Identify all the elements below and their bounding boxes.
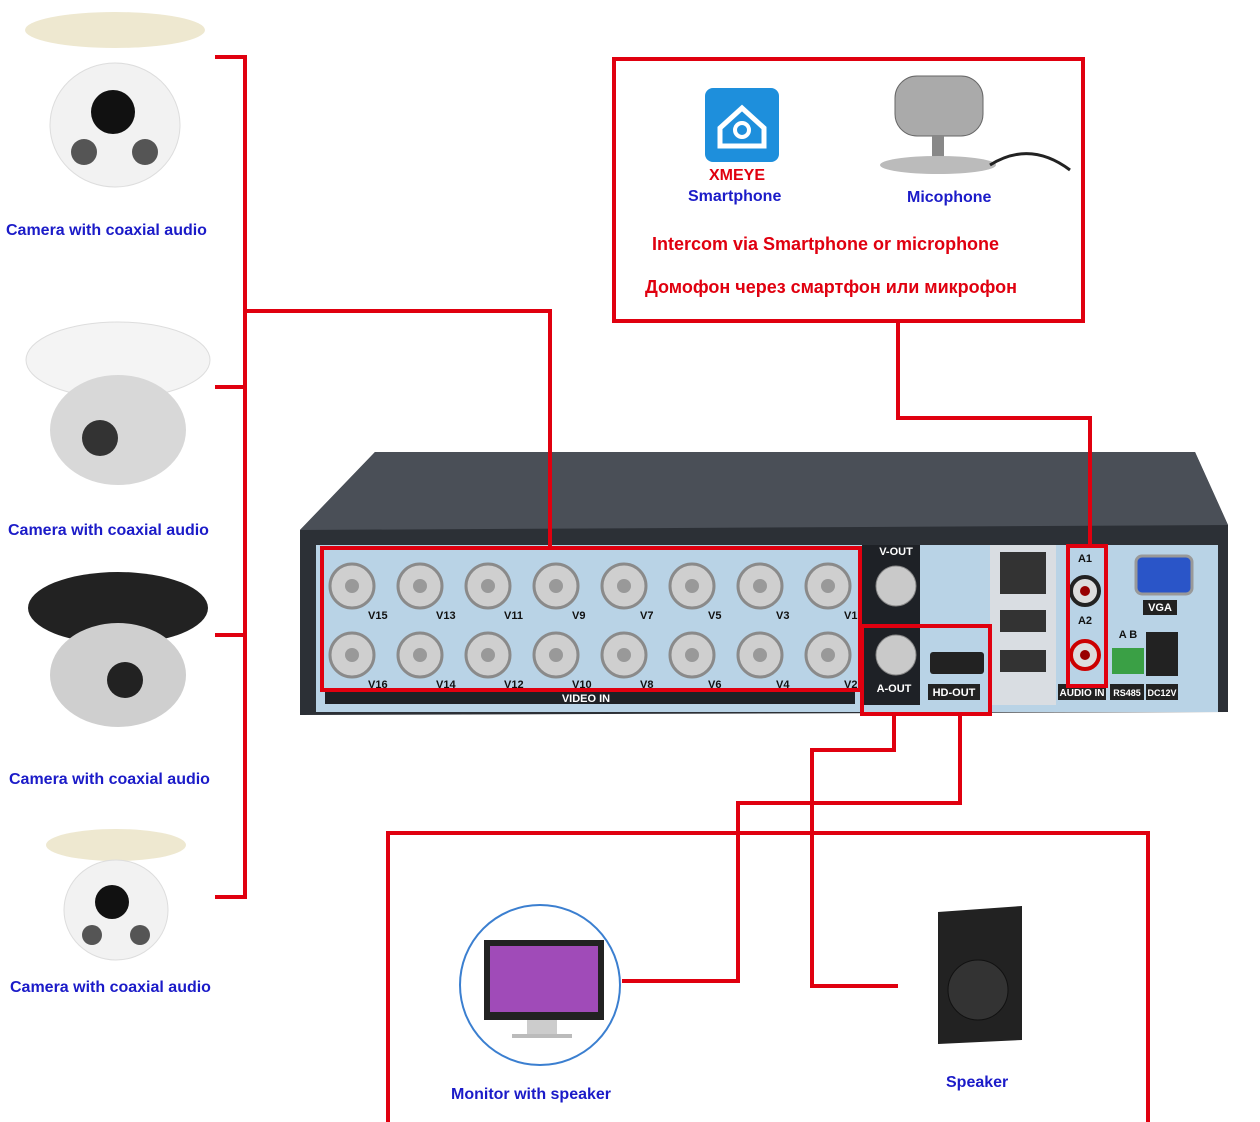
v-out-label: V-OUT xyxy=(879,546,913,558)
channel-label: V1 xyxy=(844,610,857,622)
a-out-label: A-OUT xyxy=(877,683,912,695)
camera-1-label: Camera with coaxial audio xyxy=(6,222,207,239)
bnc-pin xyxy=(549,579,563,593)
dc12v-label: DC12V xyxy=(1147,688,1176,698)
hd-out-label: HD-OUT xyxy=(933,687,976,699)
a-out-connector xyxy=(875,634,917,676)
app-sub-label: Smartphone xyxy=(688,188,782,205)
video-in-label: VIDEO IN xyxy=(562,693,610,705)
channel-label: V11 xyxy=(504,610,523,622)
bnc-pin xyxy=(481,579,495,593)
bnc-pin xyxy=(753,648,767,662)
bnc-pin xyxy=(753,579,767,593)
v-out-connector xyxy=(875,565,917,607)
mic-label: Micophone xyxy=(907,189,992,206)
camera-2-image xyxy=(25,321,211,485)
rs485-label: RS485 xyxy=(1113,688,1141,698)
monitor-image xyxy=(459,904,621,1066)
bnc-pin xyxy=(481,648,495,662)
bnc-pin xyxy=(413,648,427,662)
channel-label: V9 xyxy=(572,610,585,622)
usb-port xyxy=(1000,610,1046,632)
bnc-pin xyxy=(821,579,835,593)
channel-label: V7 xyxy=(640,610,653,622)
camera-2-label: Camera with coaxial audio xyxy=(8,522,209,539)
channel-label: V13 xyxy=(436,610,456,622)
a1-label: A1 xyxy=(1078,553,1092,565)
ethernet-port xyxy=(1000,552,1046,594)
bnc-pin xyxy=(685,579,699,593)
hdmi-port xyxy=(930,652,984,674)
app-name: XMEYE xyxy=(709,167,766,184)
bnc-pin xyxy=(617,579,631,593)
bnc-pin xyxy=(617,648,631,662)
bnc-pin xyxy=(413,579,427,593)
bnc-pin xyxy=(685,648,699,662)
camera-3-label: Camera with coaxial audio xyxy=(9,771,210,788)
camera-1-image xyxy=(25,12,205,188)
intercom-ru: Домофон через смартфон или микрофон xyxy=(645,277,1018,297)
camera-4-image xyxy=(46,829,186,961)
camera-3-image xyxy=(28,572,208,727)
speaker-label: Speaker xyxy=(946,1074,1009,1091)
a2-label: A2 xyxy=(1078,615,1092,627)
channel-label: V15 xyxy=(368,610,388,622)
camera-4-label: Camera with coaxial audio xyxy=(10,979,211,996)
bnc-pin xyxy=(549,648,563,662)
audio-in-label: AUDIO IN xyxy=(1060,688,1105,699)
bnc-pin xyxy=(345,648,359,662)
channel-label: V5 xyxy=(708,610,721,622)
bnc-pin xyxy=(821,648,835,662)
intercom-en: Intercom via Smartphone or microphone xyxy=(652,234,1000,254)
microphone-image xyxy=(880,75,1071,174)
connection-lines xyxy=(215,55,1150,1122)
speaker-image xyxy=(938,906,1022,1044)
channel-label: V3 xyxy=(776,610,789,622)
bnc-pin xyxy=(345,579,359,593)
monitor-label: Monitor with speaker xyxy=(451,1086,612,1103)
vga-port xyxy=(1134,554,1194,596)
usb-port xyxy=(1000,650,1046,672)
vga-label: VGA xyxy=(1148,602,1172,614)
dc-power-jack xyxy=(1146,632,1178,676)
rs485-ab-label: A B xyxy=(1119,629,1138,641)
rs485-terminal xyxy=(1112,648,1144,674)
